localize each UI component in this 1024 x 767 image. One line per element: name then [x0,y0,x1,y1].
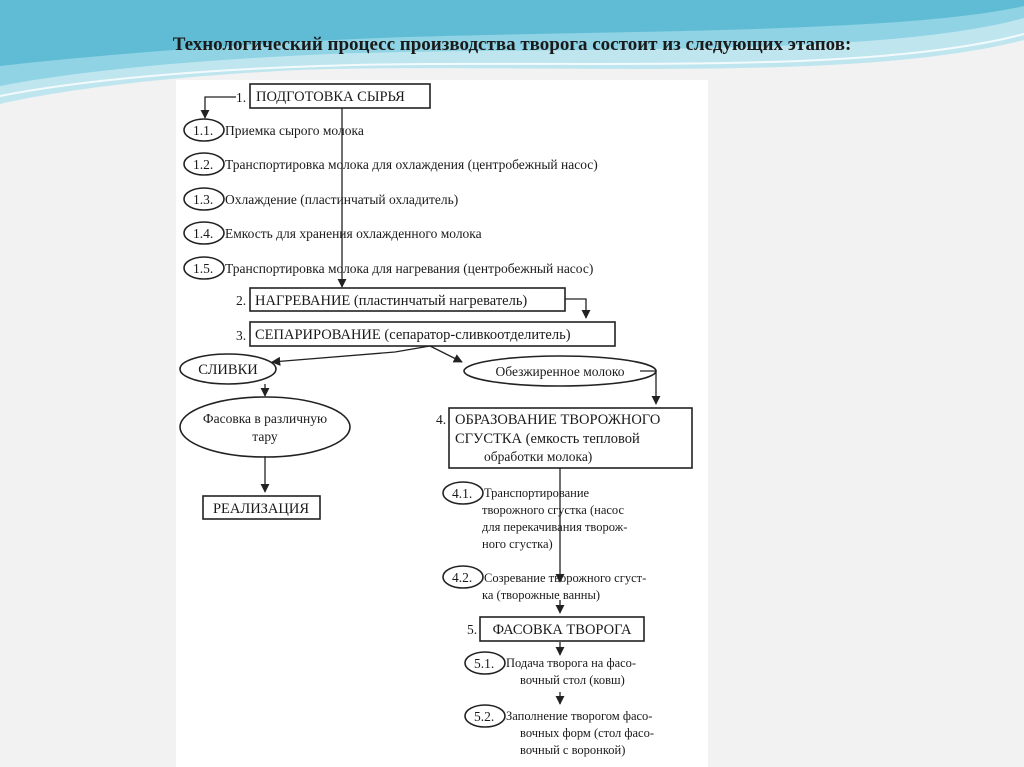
step-2-box [249,287,566,312]
packing-label-line2: тару [252,429,278,444]
connector-3-to-cream [271,345,431,366]
step-3-number: 3. [236,328,246,343]
step-1-1-number: 1.1. [193,123,213,138]
step-3-separation: 3. СЕПАРИРОВАНИЕ (сепаратор-сливкоотдели… [236,321,616,347]
connector-1-to-1-1 [200,96,236,119]
connector-3-to-skim [429,345,463,363]
step-4-number: 4. [436,412,446,427]
skim-milk-oval [463,355,657,387]
sale-node: РЕАЛИЗАЦИЯ [202,495,321,520]
step-2-heating: 2. НАГРЕВАНИЕ (пластинчатый нагреватель) [236,287,566,312]
step-1-5-oval [183,256,225,280]
step-5-curd-packing: 5. ФАСОВКА ТВОРОГА [467,616,645,642]
step-1-3-oval [183,187,225,211]
step-4-1-line4: ного сгустка) [482,537,553,551]
step-5-1-line1: Подача творога на фасо- [506,656,636,670]
step-1-5-number: 1.5. [193,261,213,276]
packing-oval [179,396,351,458]
step-1-box [249,83,431,109]
step-1-4-number: 1.4. [193,226,213,241]
connector-2-to-3 [565,298,591,319]
cream-node: СЛИВКИ [179,353,277,385]
step-1-5-label: Транспортировка молока для нагревания (ц… [225,261,593,276]
step-1-4-label: Емкость для хранения охлажденного молока [225,226,482,241]
step-5-box [479,616,645,642]
skim-milk-node: Обезжиренное молоко [463,355,657,387]
step-1-2-oval [183,152,225,176]
step-4-2-number: 4.2. [452,570,472,585]
step-4-2: 4.2. Созревание творожного сгуст- ка (тв… [442,565,646,602]
step-5-2: 5.2. Заполнение творогом фасо- вочных фо… [464,704,654,757]
decorative-wave-header [0,0,1024,104]
step-4-1-line1: Транспортирование [484,486,590,500]
step-3-box [249,321,616,347]
sale-box [202,495,321,520]
step-5-2-line2: вочных форм (стол фасо- [520,726,654,740]
cream-oval [179,353,277,385]
step-4-2-line2: ка (творожные ванны) [482,588,600,602]
slide-title: Технологический процесс производства тво… [172,34,852,55]
step-5-2-number: 5.2. [474,709,494,724]
wave-white-stroke [0,33,1024,97]
step-4-1-line3: для перекачивания творож- [482,520,627,534]
step-1-2-number: 1.2. [193,157,213,172]
step-4-label-line2: СГУСТКА (емкость тепловой [455,431,640,447]
step-4-box [448,407,693,469]
skim-milk-label: Обезжиренное молоко [496,364,625,379]
step-1-1-label: Приемка сырого молока [225,123,364,138]
step-2-label: НАГРЕВАНИЕ (пластинчатый нагреватель) [255,293,527,309]
step-1-3-label: Охлаждение (пластинчатый охладитель) [225,192,458,207]
step-1-3: 1.3. Охлаждение (пластинчатый охладитель… [183,187,458,211]
step-1-label: ПОДГОТОВКА СЫРЬЯ [256,89,405,105]
step-3-label: СЕПАРИРОВАНИЕ (сепаратор-сливкоотделител… [255,327,571,343]
step-1-1-oval [183,118,225,142]
packing-label-line1: Фасовка в различную [203,411,327,426]
step-5-1-oval [464,651,506,675]
step-1-4: 1.4. Емкость для хранения охлажденного м… [183,221,482,245]
step-1-5: 1.5. Транспортировка молока для нагреван… [183,256,593,280]
step-1-3-number: 1.3. [193,192,213,207]
step-4-1: 4.1. Транспортирование творожного сгустк… [442,481,627,551]
step-4-2-line1: Созревание творожного сгуст- [484,571,646,585]
step-5-1-line2: вочный стол (ковш) [520,673,625,687]
cream-label: СЛИВКИ [198,362,258,378]
step-5-number: 5. [467,622,477,637]
step-4-1-oval [442,481,484,505]
step-5-label: ФАСОВКА ТВОРОГА [493,622,632,638]
connectors [200,96,661,705]
step-4-1-line2: творожного сгустка (насос [482,503,624,517]
step-2-number: 2. [236,293,246,308]
step-1-2: 1.2. Транспортировка молока для охлажден… [183,152,598,176]
step-5-1-number: 5.1. [474,656,494,671]
step-4-curd-formation: 4. ОБРАЗОВАНИЕ ТВОРОЖНОГО СГУСТКА (емкос… [436,407,693,469]
packing-node: Фасовка в различную тару [179,396,351,458]
step-5-2-line1: Заполнение творогом фасо- [506,709,652,723]
step-1-raw-material-prep: 1. ПОДГОТОВКА СЫРЬЯ [236,83,431,109]
step-5-2-line3: вочный с воронкой) [520,743,625,757]
step-1-4-oval [183,221,225,245]
step-5-1: 5.1. Подача творога на фасо- вочный стол… [464,651,636,687]
step-1-2-label: Транспортировка молока для охлаждения (ц… [225,157,598,172]
step-4-1-number: 4.1. [452,486,472,501]
sale-label: РЕАЛИЗАЦИЯ [213,501,309,517]
step-1-number: 1. [236,90,246,105]
step-4-label-line3: обработки молока) [484,449,592,464]
connector-skim-to-4 [640,370,661,405]
step-4-2-oval [442,565,484,589]
step-1-1: 1.1. Приемка сырого молока [183,118,364,142]
diagram-panel [176,80,708,767]
step-4-label-line1: ОБРАЗОВАНИЕ ТВОРОЖНОГО [455,412,660,428]
wave-layer-dark [0,0,1024,66]
step-5-2-oval [464,704,506,728]
